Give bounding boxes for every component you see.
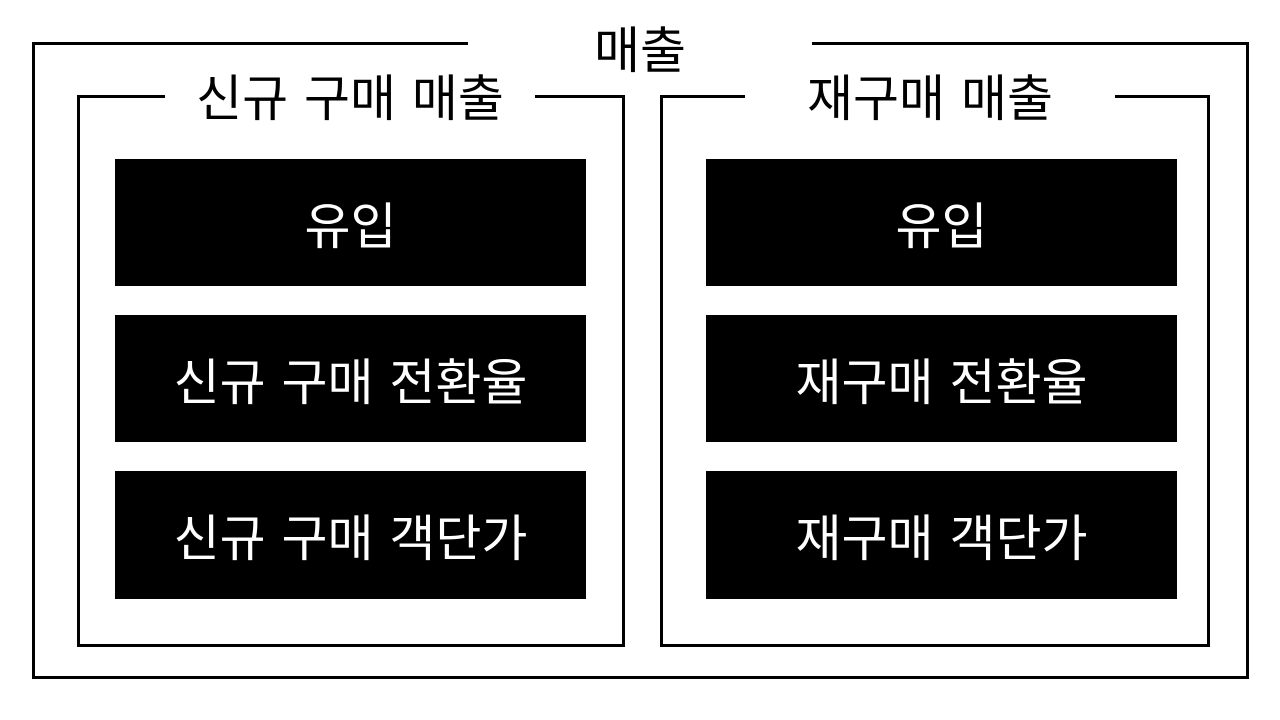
new-purchase-traffic-box: 유입	[115, 159, 586, 286]
repurchase-average-order-value-box: 재구매 객단가	[706, 471, 1177, 599]
new-purchase-conversion-rate-box: 신규 구매 전환율	[115, 315, 586, 442]
new-purchase-average-order-value-box: 신규 구매 객단가	[115, 471, 586, 599]
new-purchase-revenue-title: 신규 구매 매출	[165, 72, 535, 130]
repurchase-traffic-box: 유입	[706, 159, 1177, 286]
repurchase-revenue-title: 재구매 매출	[745, 72, 1115, 130]
repurchase-conversion-rate-box: 재구매 전환율	[706, 315, 1177, 442]
